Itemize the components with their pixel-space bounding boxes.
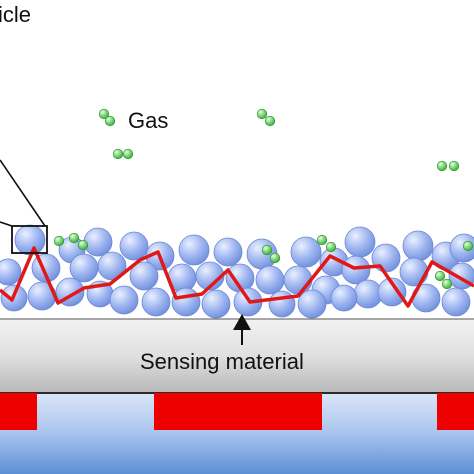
gas-atom <box>261 244 273 256</box>
nanoparticle <box>399 257 429 287</box>
nanoparticle <box>178 234 210 266</box>
nanoparticle <box>441 287 471 317</box>
gas-atom <box>264 115 276 127</box>
nanoparticle <box>255 265 285 295</box>
electrode <box>154 393 322 430</box>
nanoparticle <box>109 285 139 315</box>
nanoparticle <box>402 230 434 262</box>
base-top-line <box>0 391 474 394</box>
nanoparticle <box>290 236 322 268</box>
gas-molecule-icon <box>261 244 281 264</box>
zoom-leader-line <box>0 221 13 227</box>
nanoparticle <box>83 227 113 257</box>
zoom-leader-line <box>0 159 46 227</box>
gas-molecule-icon <box>434 270 453 290</box>
gas-atom <box>98 108 110 120</box>
nanoparticle <box>201 289 231 319</box>
gas-atom <box>316 234 328 246</box>
gas-atom <box>104 115 116 127</box>
gas-atom <box>68 232 80 244</box>
nanoparticle <box>330 284 358 312</box>
nanoparticle <box>297 289 327 319</box>
electrode <box>437 393 474 430</box>
gas-molecule-icon <box>256 108 276 127</box>
gas-atom <box>441 278 453 290</box>
gas-molecule-icon <box>98 108 116 127</box>
gas-atom <box>112 148 124 160</box>
sensing-material-label: Sensing material <box>140 349 304 374</box>
nanoparticle <box>344 226 376 258</box>
gas-molecule-icon <box>316 234 337 253</box>
gas-molecule-icon <box>68 232 89 251</box>
gas-atom <box>269 252 281 264</box>
gas-atom <box>436 160 448 172</box>
nanoparticle <box>119 231 149 261</box>
gas-molecule-icon <box>436 160 460 172</box>
gas-molecule-icon <box>112 148 134 160</box>
gas-molecule-icon <box>462 240 474 252</box>
sensing-substrate <box>0 319 474 392</box>
gas-atom <box>448 160 460 172</box>
gas-molecule-icon <box>53 235 65 247</box>
gas-atom <box>122 148 134 160</box>
nanoparticle <box>377 277 407 307</box>
electrode <box>0 393 37 430</box>
gas-atom <box>53 235 65 247</box>
nanoparticle <box>213 237 243 267</box>
gas-atom <box>434 270 446 282</box>
nanoparticle <box>14 224 46 256</box>
nanoparticle <box>268 290 296 318</box>
particle-label: icle <box>0 2 31 27</box>
conduction-path <box>0 246 474 308</box>
gas-atom <box>77 239 89 251</box>
arrow-up-icon <box>233 314 251 345</box>
nanoparticle <box>0 258 22 286</box>
gas-atom <box>256 108 268 120</box>
gas-label: Gas <box>128 108 168 133</box>
gas-molecules <box>53 108 474 290</box>
zoom-box-icon <box>11 225 48 254</box>
nanoparticle <box>69 253 99 283</box>
nanoparticle <box>97 251 127 281</box>
nanoparticle <box>129 261 159 291</box>
gas-atom <box>462 240 474 252</box>
nanoparticle <box>283 265 313 295</box>
nanoparticle <box>341 255 371 285</box>
nanoparticle <box>141 287 171 317</box>
gas-atom <box>325 241 337 253</box>
nanoparticle <box>171 287 201 317</box>
